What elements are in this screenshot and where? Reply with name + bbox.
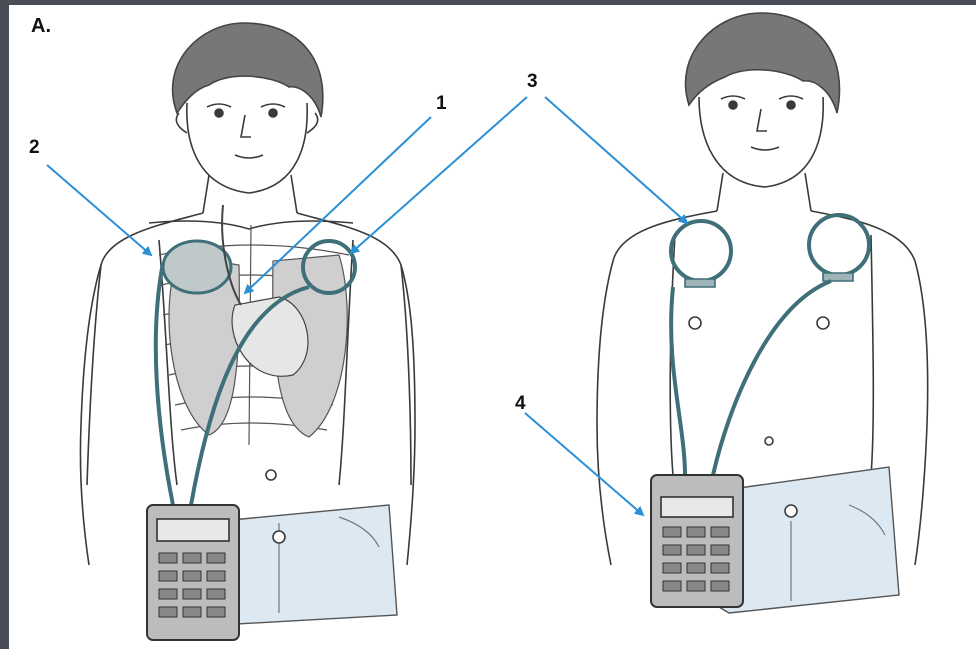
right-pad-right (671, 221, 731, 281)
right-cable-b (713, 281, 831, 475)
arrow-2 (47, 165, 151, 255)
left-person (80, 23, 415, 640)
right-pad-left (809, 215, 869, 275)
callout-2: 2 (29, 137, 40, 159)
illustration (9, 5, 976, 649)
left-hair (173, 23, 323, 117)
callout-arrows (47, 97, 687, 515)
figure-frame: A. 1 2 3 4 (9, 5, 976, 649)
callout-3: 3 (527, 71, 538, 93)
arrow-4 (525, 413, 643, 515)
right-hair (686, 13, 840, 113)
callout-4: 4 (515, 393, 526, 415)
arrow-3-right (545, 97, 687, 223)
panel-label: A. (31, 15, 51, 38)
right-cable-a (671, 287, 685, 475)
right-person (597, 13, 928, 613)
callout-1: 1 (436, 93, 447, 115)
arrow-3-left (351, 97, 527, 253)
left-pad-right (163, 241, 231, 293)
left-face (187, 103, 307, 193)
